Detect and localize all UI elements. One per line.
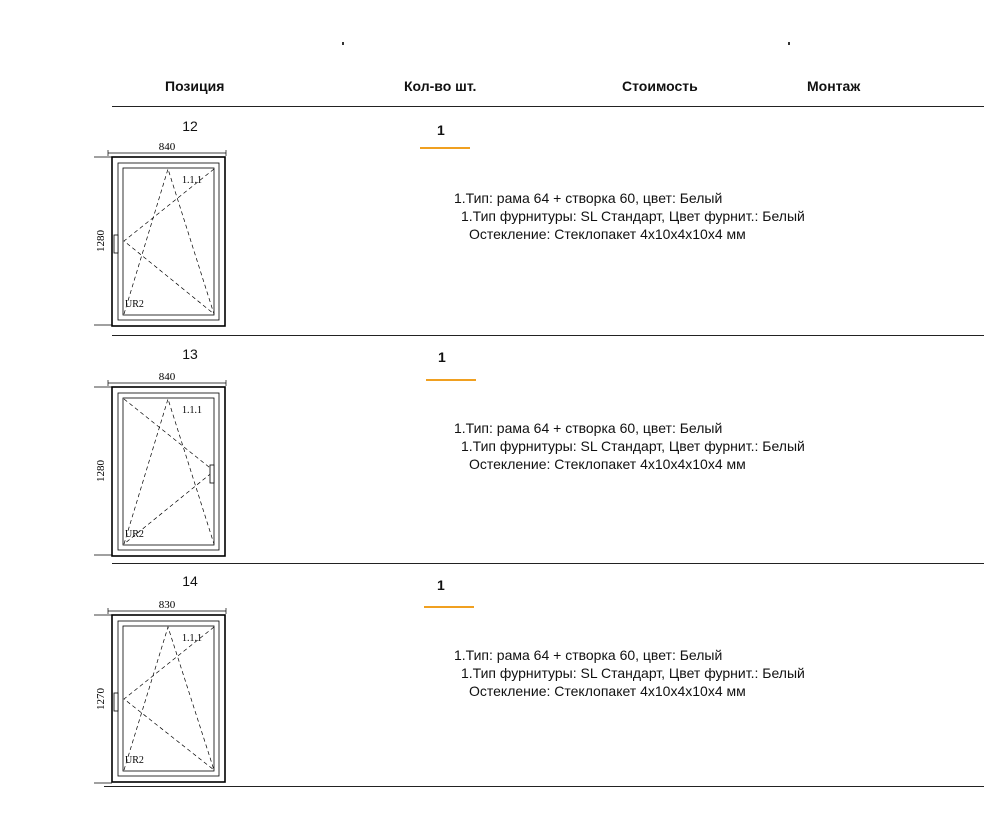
position-number: 12: [182, 118, 198, 134]
position-number: 14: [182, 573, 198, 589]
item-spec: 1.Тип: рама 64 + створка 60, цвет: Белый…: [454, 646, 805, 700]
width-dimension: 830: [159, 599, 176, 611]
quantity-value: 1: [438, 349, 446, 365]
height-dimension: 1280: [95, 460, 107, 483]
height-dimension: 1280: [95, 230, 107, 253]
spec-line-glazing: Остекление: Стеклопакет 4x10x4x10x4 мм: [469, 226, 746, 242]
quantity-value: 1: [437, 122, 445, 138]
spec-line-fittings: 1.Тип фурнитуры: SL Стандарт, Цвет фурни…: [461, 438, 805, 454]
window-drawing: 840 1280 1.1.1 UR2: [90, 135, 235, 335]
spec-line-type: 1.Тип: рама 64 + створка 60, цвет: Белый: [454, 190, 723, 206]
row-divider: [104, 786, 984, 787]
scan-speck: [788, 42, 790, 45]
item-spec: 1.Тип: рама 64 + створка 60, цвет: Белый…: [454, 419, 805, 473]
sash-label: 1.1.1: [182, 405, 202, 416]
hinge-label: UR2: [125, 299, 144, 310]
column-header-install: Монтаж: [807, 78, 861, 94]
position-number: 13: [182, 346, 198, 362]
width-dimension: 840: [159, 371, 176, 383]
spec-line-type: 1.Тип: рама 64 + створка 60, цвет: Белый: [454, 647, 723, 663]
row-divider: [112, 335, 984, 336]
quantity-underline: [426, 379, 476, 381]
window-drawing: 830 1270 1.1.1 UR2: [90, 593, 235, 793]
quantity-underline: [420, 147, 470, 149]
width-dimension: 840: [159, 141, 176, 153]
column-header-cost: Стоимость: [622, 78, 698, 94]
spec-line-type: 1.Тип: рама 64 + створка 60, цвет: Белый: [454, 420, 723, 436]
height-dimension: 1270: [95, 688, 107, 711]
header-divider: [112, 106, 984, 107]
spec-line-glazing: Остекление: Стеклопакет 4x10x4x10x4 мм: [469, 683, 746, 699]
spec-line-glazing: Остекление: Стеклопакет 4x10x4x10x4 мм: [469, 456, 746, 472]
quantity-value: 1: [437, 577, 445, 593]
sash-label: 1.1.1: [182, 175, 202, 186]
row-divider: [112, 563, 984, 564]
column-header-qty: Кол-во шт.: [404, 78, 477, 94]
spec-line-fittings: 1.Тип фурнитуры: SL Стандарт, Цвет фурни…: [461, 208, 805, 224]
hinge-label: UR2: [125, 529, 144, 540]
hinge-label: UR2: [125, 755, 144, 766]
scan-speck: [342, 42, 344, 45]
item-spec: 1.Тип: рама 64 + створка 60, цвет: Белый…: [454, 189, 805, 243]
spec-line-fittings: 1.Тип фурнитуры: SL Стандарт, Цвет фурни…: [461, 665, 805, 681]
sash-label: 1.1.1: [182, 633, 202, 644]
column-header-position: Позиция: [165, 78, 225, 94]
window-drawing: 840 1280 1.1.1 UR2: [90, 365, 235, 565]
quantity-underline: [424, 606, 474, 608]
